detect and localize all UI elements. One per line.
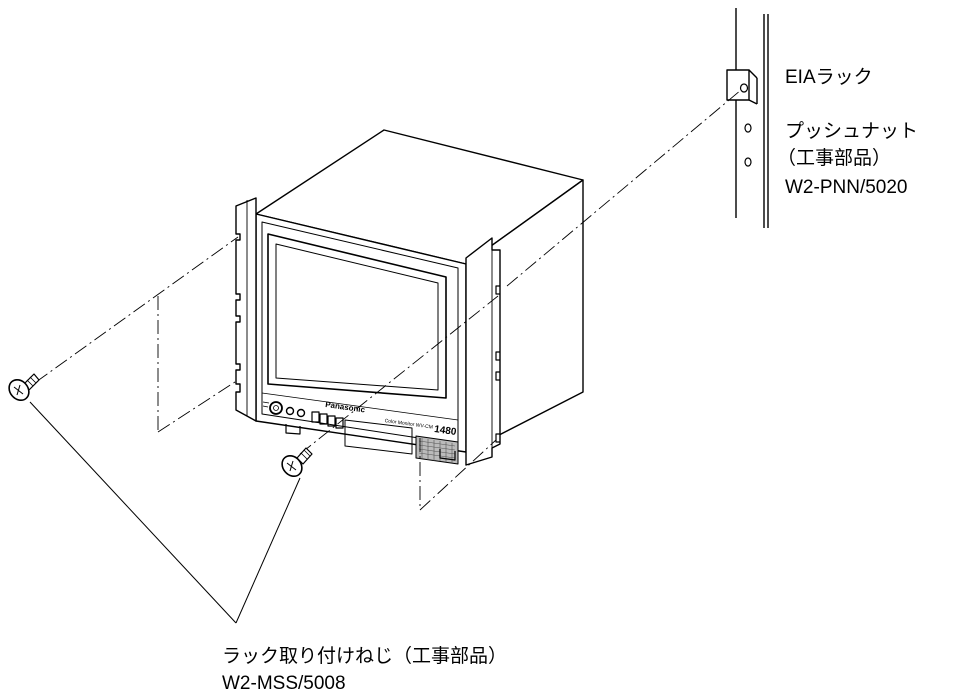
screw-center xyxy=(281,447,313,478)
push-nut xyxy=(726,69,758,105)
eia-rack-rail xyxy=(735,8,769,228)
push-nut-note: （工事部品） xyxy=(777,148,892,169)
screw-part-number: W2-MSS/5008 xyxy=(222,673,346,694)
leader-lines xyxy=(29,401,301,624)
monitor-controls xyxy=(262,401,459,465)
screw-label: ラック取り付けねじ（工事部品） xyxy=(222,646,508,667)
alignment-lines xyxy=(35,89,742,511)
push-nut-label: プッシュナット xyxy=(785,121,919,142)
push-nut-part-number: W2-PNN/5020 xyxy=(785,177,908,198)
screw-left xyxy=(8,373,40,402)
left-rack-bracket xyxy=(235,197,257,422)
right-rack-bracket xyxy=(465,237,501,466)
monitor-body xyxy=(255,129,584,453)
eia-rack-label: EIAラック xyxy=(785,67,873,88)
